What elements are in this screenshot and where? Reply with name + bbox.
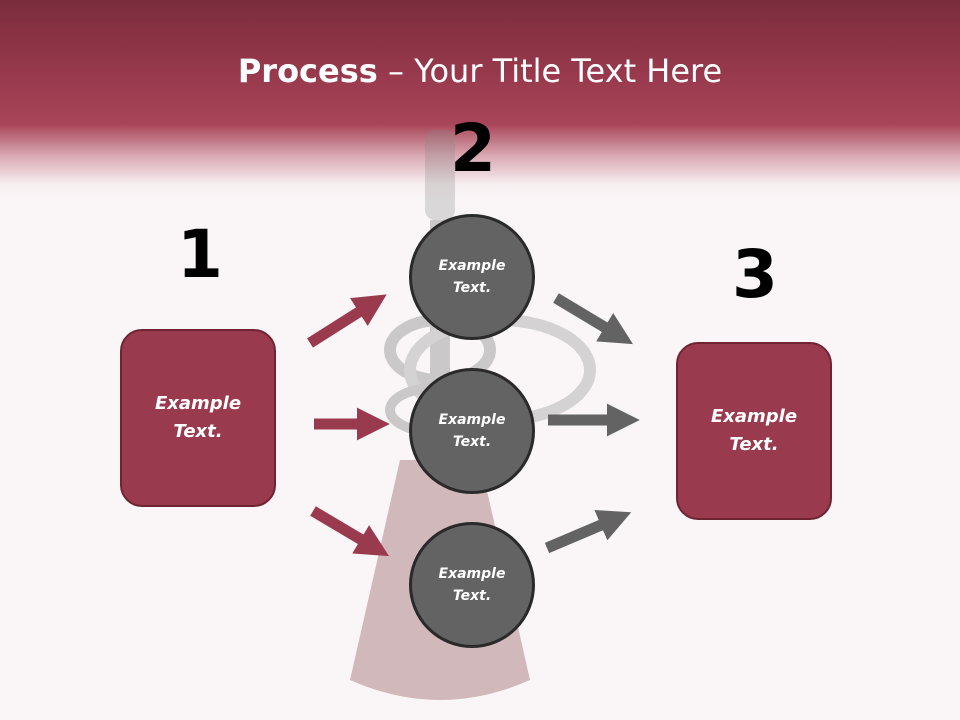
step-2-circle-3[interactable]: Example Text. bbox=[409, 522, 535, 648]
title-bold: Process bbox=[237, 52, 378, 90]
step-2-circle-1[interactable]: Example Text. bbox=[409, 214, 535, 340]
slide-title[interactable]: Process – Your Title Text Here bbox=[0, 52, 960, 90]
arrow-icon bbox=[307, 294, 390, 557]
circle-text: Example Text. bbox=[438, 565, 506, 604]
title-rest: – Your Title Text Here bbox=[377, 52, 723, 90]
step-3-box[interactable]: Example Text. bbox=[676, 342, 832, 520]
step-number-1: 1 bbox=[177, 216, 223, 293]
step-number-2: 2 bbox=[450, 110, 496, 187]
arrow-icon bbox=[544, 293, 640, 554]
step-number-3: 3 bbox=[732, 236, 778, 313]
step-1-box[interactable]: Example Text. bbox=[120, 329, 276, 507]
step-2-circle-2[interactable]: Example Text. bbox=[409, 368, 535, 494]
step-1-text: Example Text. bbox=[154, 393, 242, 442]
circle-text: Example Text. bbox=[438, 411, 506, 450]
circle-text: Example Text. bbox=[438, 257, 506, 296]
title-banner bbox=[0, 0, 960, 200]
step-3-text: Example Text. bbox=[710, 406, 798, 455]
